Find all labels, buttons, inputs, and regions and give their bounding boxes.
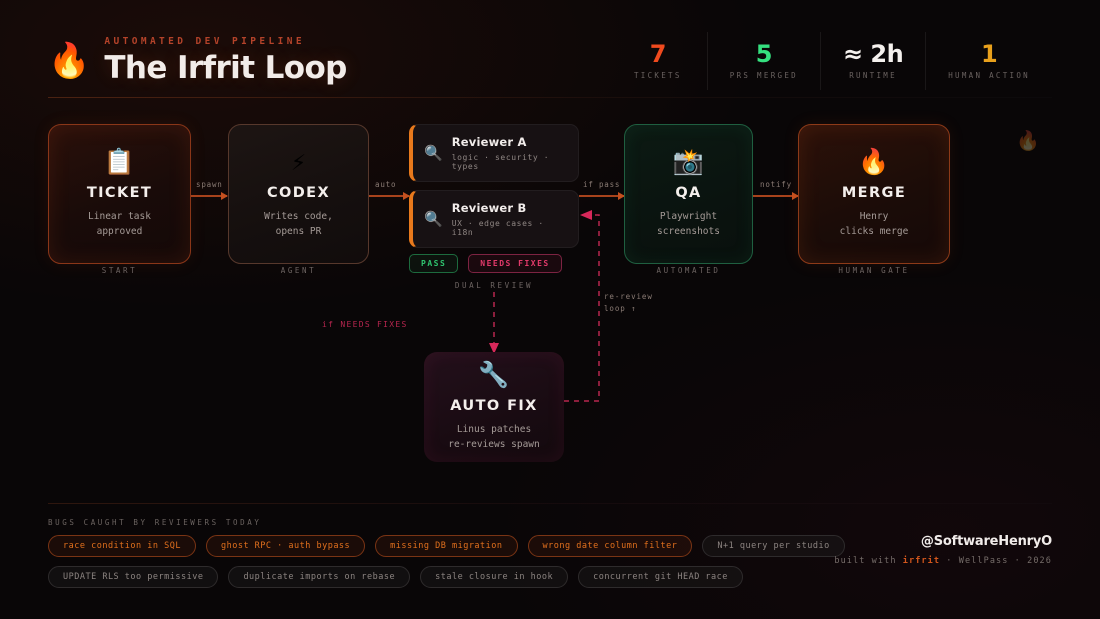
- connector-review-to-qa: [579, 192, 625, 199]
- status-badge-needs-fixes[interactable]: NEEDS FIXES: [468, 254, 562, 273]
- bug-chip[interactable]: missing DB migration: [375, 535, 518, 557]
- stat-runtime-label: RUNTIME: [849, 71, 897, 80]
- stats-group: 7 TICKETS 5 PRS MERGED ≈ 2h RUNTIME 1 HU…: [609, 32, 1052, 90]
- bug-chip[interactable]: race condition in SQL: [48, 535, 196, 557]
- stat-prs-merged-value: 5: [755, 40, 773, 68]
- bug-chip-row-2: UPDATE RLS too permissive duplicate impor…: [48, 566, 788, 588]
- connector-label-notify: notify: [760, 180, 792, 189]
- card-ticket-title: TICKET: [86, 184, 153, 201]
- reviewer-a-tags: logic · security · types: [451, 153, 550, 171]
- stat-runtime: ≈ 2h RUNTIME: [819, 32, 925, 90]
- bug-chip[interactable]: UPDATE RLS too permissive: [48, 566, 219, 588]
- stat-tickets-value: 7: [649, 40, 667, 68]
- card-auto-fix-sub-line2: re-reviews spawn: [448, 438, 540, 450]
- card-codex-sub-line1: Writes code,: [264, 210, 333, 222]
- card-merge[interactable]: 🔥 MERGE Henry clicks merge: [798, 124, 950, 264]
- card-codex-sub-line2: opens PR: [275, 225, 322, 237]
- page-title: The Irfrit Loop: [104, 50, 347, 86]
- header-divider: [48, 97, 1052, 98]
- bug-chip[interactable]: wrong date column filter: [527, 535, 693, 557]
- magnifier-icon: 🔍: [424, 143, 443, 162]
- card-auto-fix-sub-line1: Linus patches: [456, 423, 532, 435]
- card-qa-subtitle: Playwright screenshots: [657, 210, 720, 239]
- connector-ticket-to-codex: [191, 192, 228, 199]
- connector-qa-to-merge: [753, 192, 799, 199]
- bug-chip[interactable]: duplicate imports on rebase: [228, 566, 411, 588]
- bug-chips: race condition in SQL ghost RPC · auth by…: [48, 535, 845, 597]
- author-handle[interactable]: @SoftwareHenryO: [920, 534, 1052, 549]
- wrench-icon: 🔧: [478, 359, 510, 389]
- stat-runtime-value: ≈ 2h: [842, 40, 904, 68]
- page-header: 🔥 AUTOMATED DEV PIPELINE The Irfrit Loop…: [48, 30, 1052, 92]
- card-codex-title: CODEX: [266, 184, 331, 201]
- card-codex-subtitle: Writes code, opens PR: [264, 210, 333, 239]
- connector-label-auto: auto: [375, 180, 397, 189]
- loop-label-if-needs-fixes: if NEEDS FIXES: [322, 320, 408, 329]
- card-merge-sub-line2: clicks merge: [839, 225, 909, 237]
- card-qa-sub-line2: screenshots: [657, 225, 720, 237]
- card-qa-title: QA: [675, 184, 702, 201]
- stat-human-action-label: HUMAN ACTION: [948, 71, 1030, 80]
- lightning-bolt-icon: ⚡: [290, 146, 307, 176]
- connector-codex-to-review: [369, 192, 410, 199]
- loop-label-re-review-line2: loop ↑: [604, 304, 637, 313]
- bug-chip[interactable]: N+1 query per studio: [702, 535, 845, 557]
- bug-chip[interactable]: concurrent git HEAD race: [578, 566, 743, 588]
- card-ticket-subtitle: Linear task approved: [88, 210, 151, 239]
- footer-credit-suffix: · WellPass · 2026: [940, 556, 1052, 566]
- camera-flash-icon: 📸: [672, 146, 705, 176]
- card-qa-sub-line1: Playwright: [659, 210, 718, 222]
- card-ticket[interactable]: 📋 TICKET Linear task approved: [48, 124, 191, 264]
- footer-credit-prefix: built with: [834, 556, 903, 566]
- card-codex[interactable]: ⚡ CODEX Writes code, opens PR: [228, 124, 369, 264]
- card-ticket-sub-line2: approved: [96, 225, 143, 237]
- reviewer-b-tags: UX · edge cases · i18n: [451, 219, 544, 237]
- bug-chip[interactable]: ghost RPC · auth bypass: [205, 535, 366, 557]
- bugs-section-title: BUGS CAUGHT BY REVIEWERS TODAY: [48, 518, 262, 527]
- stat-human-action: 1 HUMAN ACTION: [925, 32, 1052, 90]
- stat-tickets-label: TICKETS: [633, 71, 682, 80]
- card-merge-subtitle: Henry clicks merge: [840, 210, 909, 239]
- card-auto-fix[interactable]: 🔧 AUTO FIX Linus patches re-reviews spaw…: [424, 352, 564, 462]
- card-qa[interactable]: 📸 QA Playwright screenshots: [624, 124, 753, 264]
- brand-block: 🔥 AUTOMATED DEV PIPELINE The Irfrit Loop: [48, 36, 347, 86]
- magnifier-icon: 🔍: [424, 209, 443, 228]
- status-badge-pass[interactable]: PASS: [409, 254, 459, 273]
- card-merge-sub-line1: Henry: [859, 210, 889, 222]
- card-merge-foot: HUMAN GATE: [838, 266, 910, 275]
- review-badges: PASS NEEDS FIXES: [409, 254, 562, 273]
- footer-credit-brand: irfrit: [902, 556, 941, 566]
- stat-human-action-value: 1: [981, 40, 998, 68]
- card-auto-fix-subtitle: Linus patches re-reviews spawn: [448, 423, 540, 452]
- stat-prs-merged: 5 PRS MERGED: [706, 32, 820, 90]
- card-qa-foot: AUTOMATED: [656, 266, 721, 275]
- clipboard-icon: 📋: [103, 146, 136, 176]
- dual-review-label: DUAL REVIEW: [454, 281, 534, 290]
- reviewer-a-name: Reviewer A: [451, 135, 527, 149]
- footer-credit: built with irfrit · WellPass · 2026: [834, 556, 1052, 566]
- loop-label-re-review-line1: re-review: [604, 292, 653, 301]
- corner-fire-icon: 🔥: [1016, 130, 1040, 152]
- loop-label-re-review: re-review loop ↑: [604, 291, 653, 315]
- fire-icon: 🔥: [48, 41, 91, 81]
- card-merge-title: MERGE: [841, 184, 907, 201]
- card-auto-fix-title: AUTO FIX: [450, 397, 538, 414]
- card-ticket-foot: START: [101, 266, 138, 275]
- bug-chip[interactable]: stale closure in hook: [420, 566, 569, 588]
- connector-label-spawn: spawn: [196, 180, 223, 189]
- card-codex-foot: AGENT: [280, 266, 317, 275]
- card-ticket-sub-line1: Linear task: [88, 210, 151, 222]
- card-reviewer-a[interactable]: 🔍 Reviewer A logic · security · types: [409, 124, 579, 182]
- reviewer-b-name: Reviewer B: [451, 201, 527, 215]
- card-reviewer-b[interactable]: 🔍 Reviewer B UX · edge cases · i18n: [409, 190, 579, 248]
- stat-prs-merged-label: PRS MERGED: [729, 71, 798, 80]
- connector-label-if-pass: if pass: [583, 180, 621, 189]
- header-kicker: AUTOMATED DEV PIPELINE: [104, 36, 305, 47]
- footer-divider: [48, 503, 1052, 504]
- stat-tickets: 7 TICKETS: [609, 32, 707, 90]
- fire-icon: 🔥: [858, 146, 890, 176]
- bug-chip-row-1: race condition in SQL ghost RPC · auth by…: [48, 535, 845, 557]
